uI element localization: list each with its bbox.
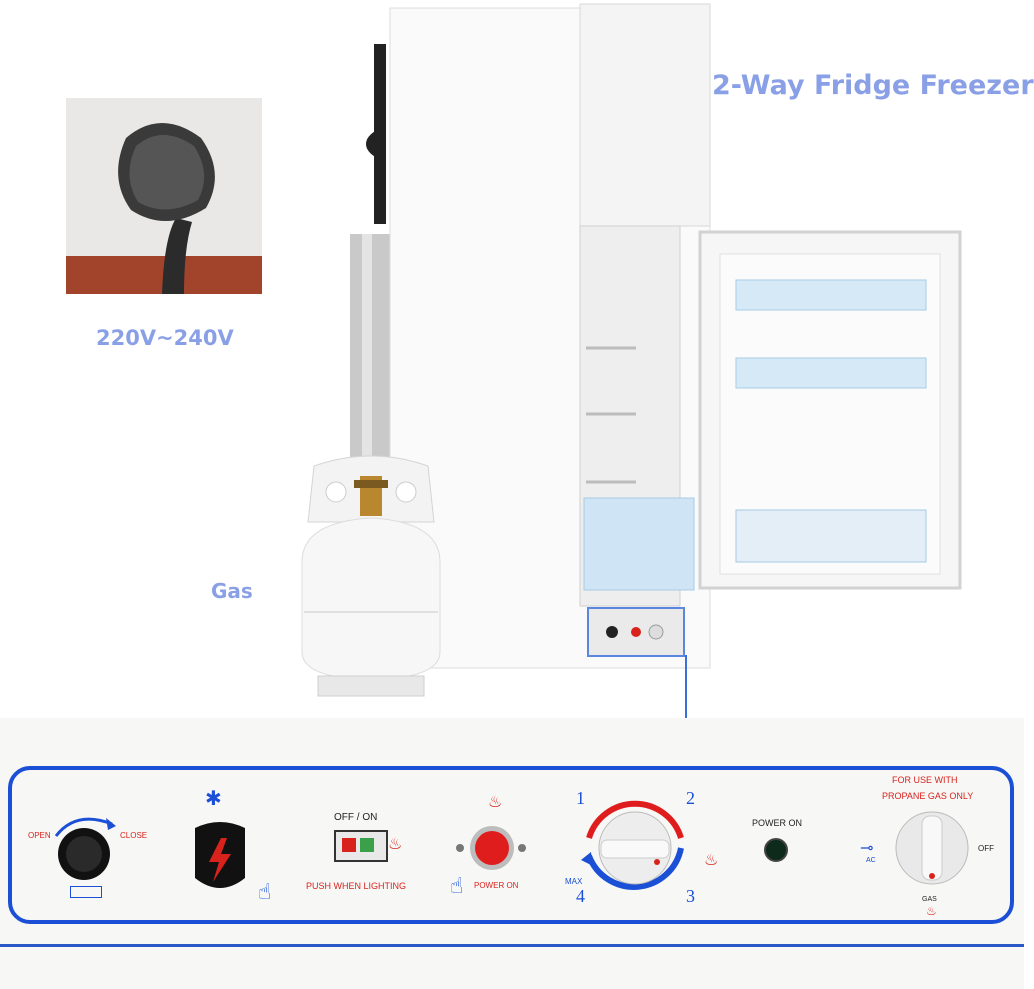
selector-off-label: OFF — [978, 844, 994, 853]
flame-icon: ♨ — [704, 850, 719, 869]
power-plug-photo — [66, 98, 262, 294]
thermostat-3-label: 3 — [686, 886, 695, 906]
power-on-indicator-light — [764, 838, 788, 862]
knob-badge — [70, 886, 102, 898]
refrigerator — [340, 3, 970, 694]
igniter-button[interactable] — [185, 818, 255, 898]
voltage-label: 220V~240V — [96, 326, 234, 350]
product-title: 2-Way Fridge Freezer — [712, 70, 1034, 101]
propane-notice-line2: PROPANE GAS ONLY — [882, 791, 974, 801]
flame-icon: ♨ — [388, 834, 403, 853]
selector-ac-label: AC — [866, 857, 876, 864]
thermostat-1-label: 1 — [576, 788, 585, 808]
power-on-button-label: POWER ON — [474, 881, 519, 890]
power-on-button[interactable] — [452, 824, 532, 874]
thermostat-2-label: 2 — [686, 788, 695, 808]
propane-tank — [296, 452, 446, 702]
knob-open-label: OPEN — [28, 831, 51, 840]
mode-selector-knob[interactable] — [892, 808, 972, 888]
flame-icon: ♨ — [926, 904, 937, 918]
off-on-switch[interactable] — [334, 830, 388, 862]
ac-plug-icon: ⊸ — [860, 838, 874, 857]
propane-notice-line1: FOR USE WITH — [892, 775, 958, 785]
push-when-lighting-label: PUSH WHEN LIGHTING — [306, 881, 407, 891]
gas-valve-knob[interactable] — [46, 808, 126, 880]
off-on-label: OFF / ON — [334, 812, 378, 823]
control-panel-frame — [8, 766, 1014, 924]
thermostat-4-label: 4 — [576, 886, 585, 906]
selector-gas-label: GAS — [922, 896, 937, 903]
callout-line — [685, 655, 687, 745]
hand-pointer-icon: ☝ — [258, 880, 272, 905]
thermostat-dial[interactable] — [573, 786, 697, 912]
knob-close-label: CLOSE — [120, 831, 148, 840]
hand-pointer-icon: ☝ — [450, 874, 464, 899]
thermostat-max-label: MAX — [565, 877, 583, 886]
gas-label: Gas — [211, 579, 253, 603]
snowflake-icon: ✱ — [205, 786, 222, 810]
power-on-indicator-label: POWER ON — [752, 818, 803, 828]
flame-icon: ♨ — [488, 792, 503, 811]
